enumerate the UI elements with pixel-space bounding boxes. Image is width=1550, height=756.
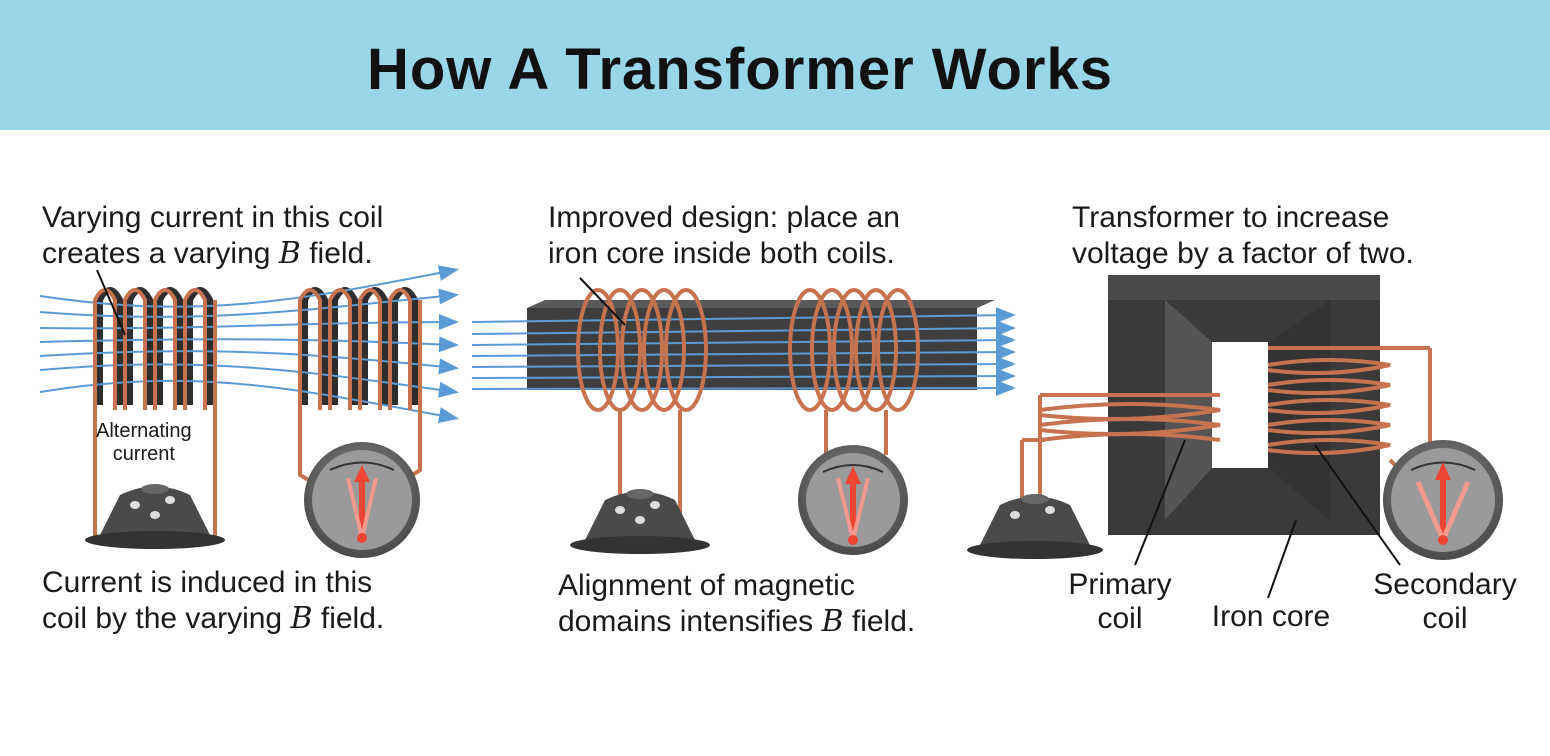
- meter-2: [798, 445, 908, 555]
- primary-coil-label: Primary coil: [1068, 568, 1172, 635]
- meter-3: [1383, 440, 1503, 560]
- field-lines-1: [39, 265, 459, 424]
- panel-1-caption-bottom: Current is induced in this coil by the v…: [42, 566, 385, 636]
- core-pointer-line: [579, 277, 626, 326]
- ac-source-1: [85, 484, 225, 549]
- secondary-coil-label: Secondary coil: [1373, 568, 1517, 635]
- core-pointer-line-3: [1267, 519, 1297, 599]
- panel-2-iron-core: [471, 277, 1016, 555]
- panel-1-air-coils: [39, 265, 459, 558]
- secondary-pointer-line: [1314, 444, 1401, 566]
- alternating-current-label: Alternating current: [96, 420, 192, 465]
- panel-1-caption-top: Varying current in this coil creates a v…: [42, 201, 384, 271]
- secondary-coil-2: [788, 288, 920, 455]
- secondary-coil-3: [1267, 346, 1432, 472]
- field-lines-2: [471, 307, 1016, 397]
- ac-source-3: [967, 494, 1103, 559]
- panel-2-caption-bottom: Alignment of magnetic domains intensifie…: [558, 569, 916, 639]
- primary-coil-3: [1020, 393, 1221, 550]
- meter-1: [304, 442, 420, 558]
- panel-3-caption-top: Transformer to increase voltage by a fac…: [1072, 201, 1414, 270]
- panel-2-caption-top: Improved design: place an iron core insi…: [548, 201, 900, 270]
- primary-pointer-line: [1134, 439, 1186, 566]
- secondary-coil-1-front: [298, 288, 422, 484]
- iron-core-label: Iron core: [1211, 600, 1331, 633]
- title-banner: [0, 0, 1550, 130]
- ac-source-2: [570, 489, 710, 554]
- primary-coil-2: [576, 288, 708, 545]
- page-title: How A Transformer Works: [366, 37, 1114, 102]
- panel-3-transformer: [967, 275, 1503, 599]
- coil-pointer-line: [96, 269, 126, 336]
